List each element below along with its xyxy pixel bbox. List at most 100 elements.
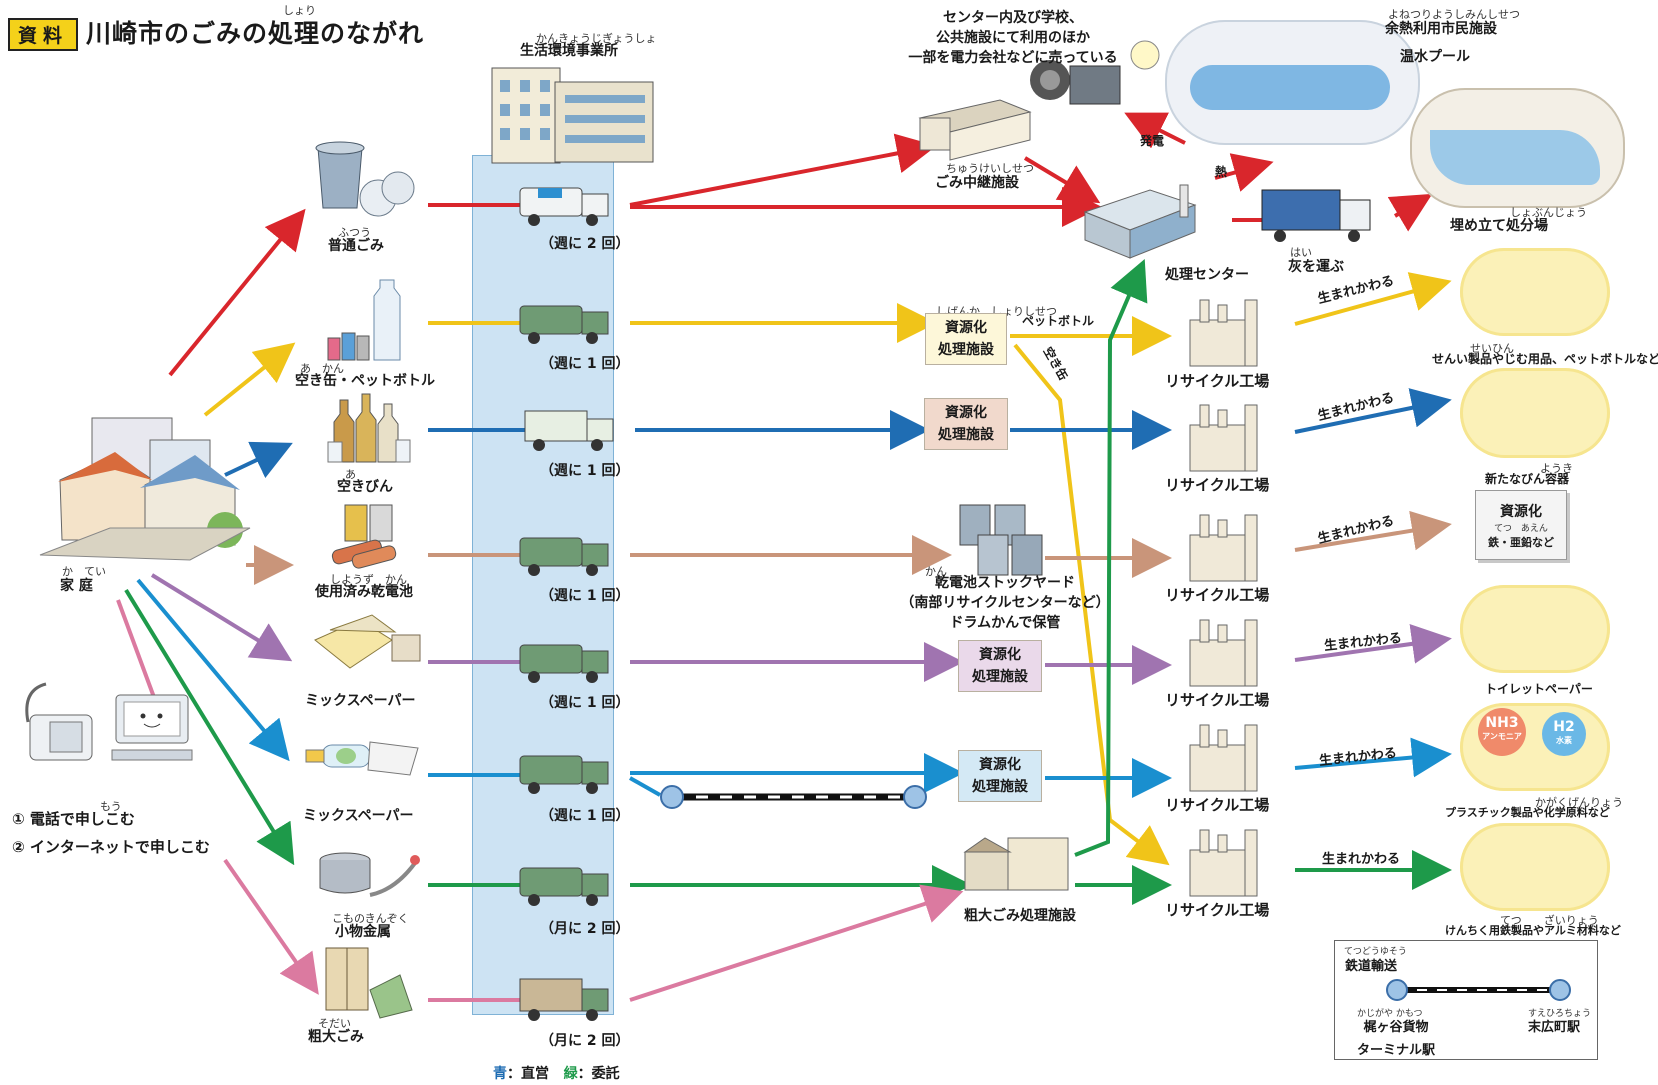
legend-blue: 青 bbox=[493, 1066, 507, 1082]
category-ruby-1: あ かん bbox=[300, 362, 344, 375]
heat-label: 熱 bbox=[1215, 165, 1228, 179]
nh3-bubble: NH3 アンモニア bbox=[1478, 708, 1526, 756]
application-ruby: もう bbox=[100, 800, 122, 813]
resource-facility-cans-line-1: 資源化 bbox=[945, 320, 987, 336]
resource-facility-bottles-line-2: 処理施設 bbox=[938, 427, 994, 443]
truck-icons bbox=[519, 187, 614, 1021]
bulky-facility-label: 粗大ごみ処理施設 bbox=[964, 908, 1076, 924]
drum-cans-icon bbox=[959, 504, 1043, 576]
resource-facility-paper: 資源化 処理施設 bbox=[958, 640, 1042, 692]
product-ruby-1: ようき bbox=[1540, 462, 1573, 475]
product-plastic-chemicals: プラスチック製品や化学原料など bbox=[1445, 806, 1610, 819]
frequency-4: （週に 1 回） bbox=[540, 695, 630, 711]
resource-facility-plastic-line-2: 処理施設 bbox=[972, 779, 1028, 795]
category-normal-garbage: 普通ごみ bbox=[328, 238, 384, 254]
pool-facility-title: 余熱利用市民施設 bbox=[1385, 21, 1497, 37]
plastic-icon bbox=[305, 741, 419, 776]
h2-text: H2 bbox=[1553, 719, 1575, 735]
category-small-metal: 小物金属 bbox=[335, 924, 391, 940]
frequency-6: （月に 2 回） bbox=[540, 921, 630, 937]
pet-bottle-label: ペットボトル bbox=[1022, 314, 1095, 328]
rail-from-line-2: ターミナル駅 bbox=[1357, 1043, 1436, 1058]
h2-bubble: H2 水素 bbox=[1542, 712, 1586, 756]
resource-facility-bottles: 資源化 処理施設 bbox=[924, 398, 1008, 450]
metal-resource-ruby: てつ あえん bbox=[1494, 524, 1548, 534]
product-toilet-paper: トイレットペーパー bbox=[1485, 682, 1593, 696]
apply-by-internet: ② インターネットで申しこむ bbox=[12, 838, 210, 856]
category-ruby-6: こものきんぞく bbox=[332, 912, 409, 925]
legend-blue-label: ：直営 bbox=[507, 1066, 549, 1082]
legend-green-label: ：委託 bbox=[577, 1066, 620, 1082]
recycle-plant-4: リサイクル工場 bbox=[1165, 691, 1270, 709]
bulky-waste-icon bbox=[325, 947, 413, 1019]
resource-facility-plastic: 資源化 処理施設 bbox=[958, 750, 1042, 802]
battery-stockyard-line-2: （南部リサイクルセンターなど） bbox=[900, 595, 1110, 611]
category-empty-bottles: 空きびん bbox=[337, 479, 393, 495]
office-building-icon bbox=[491, 67, 654, 164]
textile-products-illustration bbox=[1460, 248, 1610, 336]
power-note-line-3: 一部を電力会社などに売っている bbox=[908, 50, 1118, 66]
power-generation-label: 発電 bbox=[1140, 134, 1165, 148]
category-bulky-waste: 粗大ごみ bbox=[308, 1029, 364, 1045]
category-mixed-paper: ミックスペーパー bbox=[305, 693, 416, 709]
category-ruby-0: ふつう bbox=[338, 226, 371, 239]
product-ruby-0: せいひん bbox=[1470, 342, 1514, 355]
reborn-label-6: 生まれかわる bbox=[1322, 852, 1401, 867]
frequency-2: （週に 1 回） bbox=[540, 463, 630, 479]
category-used-batteries: 使用済み乾電池 bbox=[315, 584, 413, 600]
apply-by-phone: ① 電話で申しこむ bbox=[12, 810, 135, 828]
title-ruby: しょり bbox=[283, 4, 316, 17]
frequency-7: （月に 2 回） bbox=[540, 1033, 630, 1049]
document-badge: 資料 bbox=[8, 18, 79, 51]
metal-resource-sub: 鉄・亜鉛など bbox=[1488, 536, 1554, 549]
phone-icon bbox=[25, 682, 93, 761]
ash-truck-icon bbox=[1261, 189, 1371, 242]
rail-from: 梶ヶ谷貨物 ターミナル駅 bbox=[1357, 1016, 1435, 1058]
category-plastic: ミックスペーパー bbox=[303, 808, 414, 824]
category-cans-bottles: 空き缶・ペットボトル bbox=[295, 373, 435, 389]
office-label: 生活環境事業所 bbox=[520, 43, 618, 59]
product-construction-metal: けんちく用鉄製品やアルミ材料など bbox=[1445, 924, 1621, 937]
computer-icon bbox=[111, 694, 193, 761]
toilet-paper-illustration bbox=[1460, 585, 1610, 673]
product-ruby-4: かがくげんりょう bbox=[1535, 796, 1623, 809]
landfill-sea bbox=[1430, 130, 1600, 185]
glass-bottles-illustration bbox=[1460, 368, 1610, 458]
rail-from-ruby: かじがや かもつ bbox=[1357, 1009, 1423, 1019]
frequency-0: （週に 2 回） bbox=[540, 236, 630, 252]
bulky-facility-icon bbox=[963, 837, 1069, 891]
generator-icon bbox=[1030, 40, 1160, 105]
rail-title: 鉄道輸送 bbox=[1345, 959, 1398, 974]
product-new-bottles: 新たなびん容器 bbox=[1485, 472, 1570, 486]
operation-legend: 青：直営 緑：委託 bbox=[493, 1063, 620, 1083]
category-ruby-3: しようず かん bbox=[330, 573, 407, 586]
rail-legend-box bbox=[1334, 940, 1598, 1060]
resource-facility-paper-line-1: 資源化 bbox=[979, 647, 1021, 663]
mixed-paper-icon bbox=[314, 614, 421, 669]
normal-garbage-icon bbox=[315, 141, 415, 217]
rail-from-line-1: 梶ヶ谷貨物 bbox=[1363, 1020, 1429, 1035]
recycle-plant-2: リサイクル工場 bbox=[1165, 476, 1270, 494]
cans-bottles-icon bbox=[327, 279, 401, 361]
frequency-3: （週に 1 回） bbox=[540, 588, 630, 604]
nh3-text: NH3 bbox=[1485, 715, 1519, 731]
battery-stockyard-label: 乾電池ストックヤード （南部リサイクルセンターなど） ドラムかんで保管 bbox=[895, 573, 1115, 633]
household-label: 家 庭 bbox=[60, 578, 93, 594]
pool-water bbox=[1190, 65, 1390, 110]
processing-center-icon bbox=[1083, 184, 1197, 259]
landfill-label: 埋め立て処分場 bbox=[1450, 218, 1548, 234]
ash-ruby: はい bbox=[1290, 246, 1312, 259]
landfill-ruby: しょぶんじょう bbox=[1510, 206, 1587, 219]
household-icon bbox=[39, 417, 251, 561]
power-note-line-2: 公共施設にて利用のほか bbox=[936, 30, 1090, 46]
relay-ruby: ちゅうけいしせつ bbox=[946, 162, 1034, 175]
h2-sub: 水素 bbox=[1556, 736, 1572, 745]
recycle-plant-icons bbox=[1189, 299, 1258, 897]
battery-ruby: かん bbox=[925, 565, 947, 578]
resource-facility-plastic-line-1: 資源化 bbox=[979, 757, 1021, 773]
product-textiles: せんい製品やじむ用品、ペットボトルなど bbox=[1432, 352, 1658, 366]
construction-metal-illustration bbox=[1460, 823, 1610, 911]
page-title: 川崎市のごみの処理のながれ bbox=[86, 19, 425, 48]
processing-center-label: 処理センター bbox=[1165, 267, 1249, 283]
power-note: センター内及び学校、 公共施設にて利用のほか 一部を電力会社などに売っている bbox=[888, 8, 1138, 68]
